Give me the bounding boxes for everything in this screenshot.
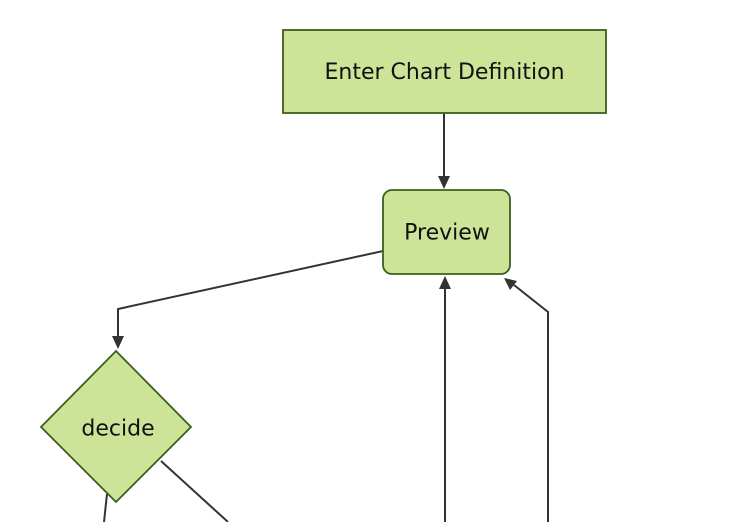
rectangle-shape	[282, 29, 607, 114]
node-decide: decide	[39, 349, 193, 504]
diamond-shape	[39, 349, 193, 504]
edge-bottom-to-preview-1	[439, 276, 451, 522]
edge-line	[103, 493, 108, 522]
rounded-rectangle-shape	[382, 189, 511, 275]
arrowhead-up-left-icon	[504, 278, 517, 290]
arrowhead-down-icon	[438, 176, 450, 189]
edge-bottom-to-preview-2	[504, 278, 549, 522]
node-label: Enter Chart Definition	[324, 60, 564, 85]
edge-line	[117, 250, 384, 337]
edge-line	[513, 284, 549, 522]
node-enter-chart-definition: Enter Chart Definition	[282, 29, 607, 114]
arrowhead-down-icon	[112, 336, 124, 349]
node-label: Preview	[404, 221, 490, 246]
arrowhead-up-icon	[439, 276, 451, 289]
edge-decide-out-left	[103, 493, 108, 522]
edge-decide-out-right	[160, 460, 229, 522]
edge-enter-to-preview	[438, 113, 450, 189]
edge-line	[160, 460, 229, 522]
node-preview: Preview	[382, 189, 511, 275]
edge-preview-to-decide	[112, 250, 384, 349]
node-label: decide	[81, 417, 154, 442]
